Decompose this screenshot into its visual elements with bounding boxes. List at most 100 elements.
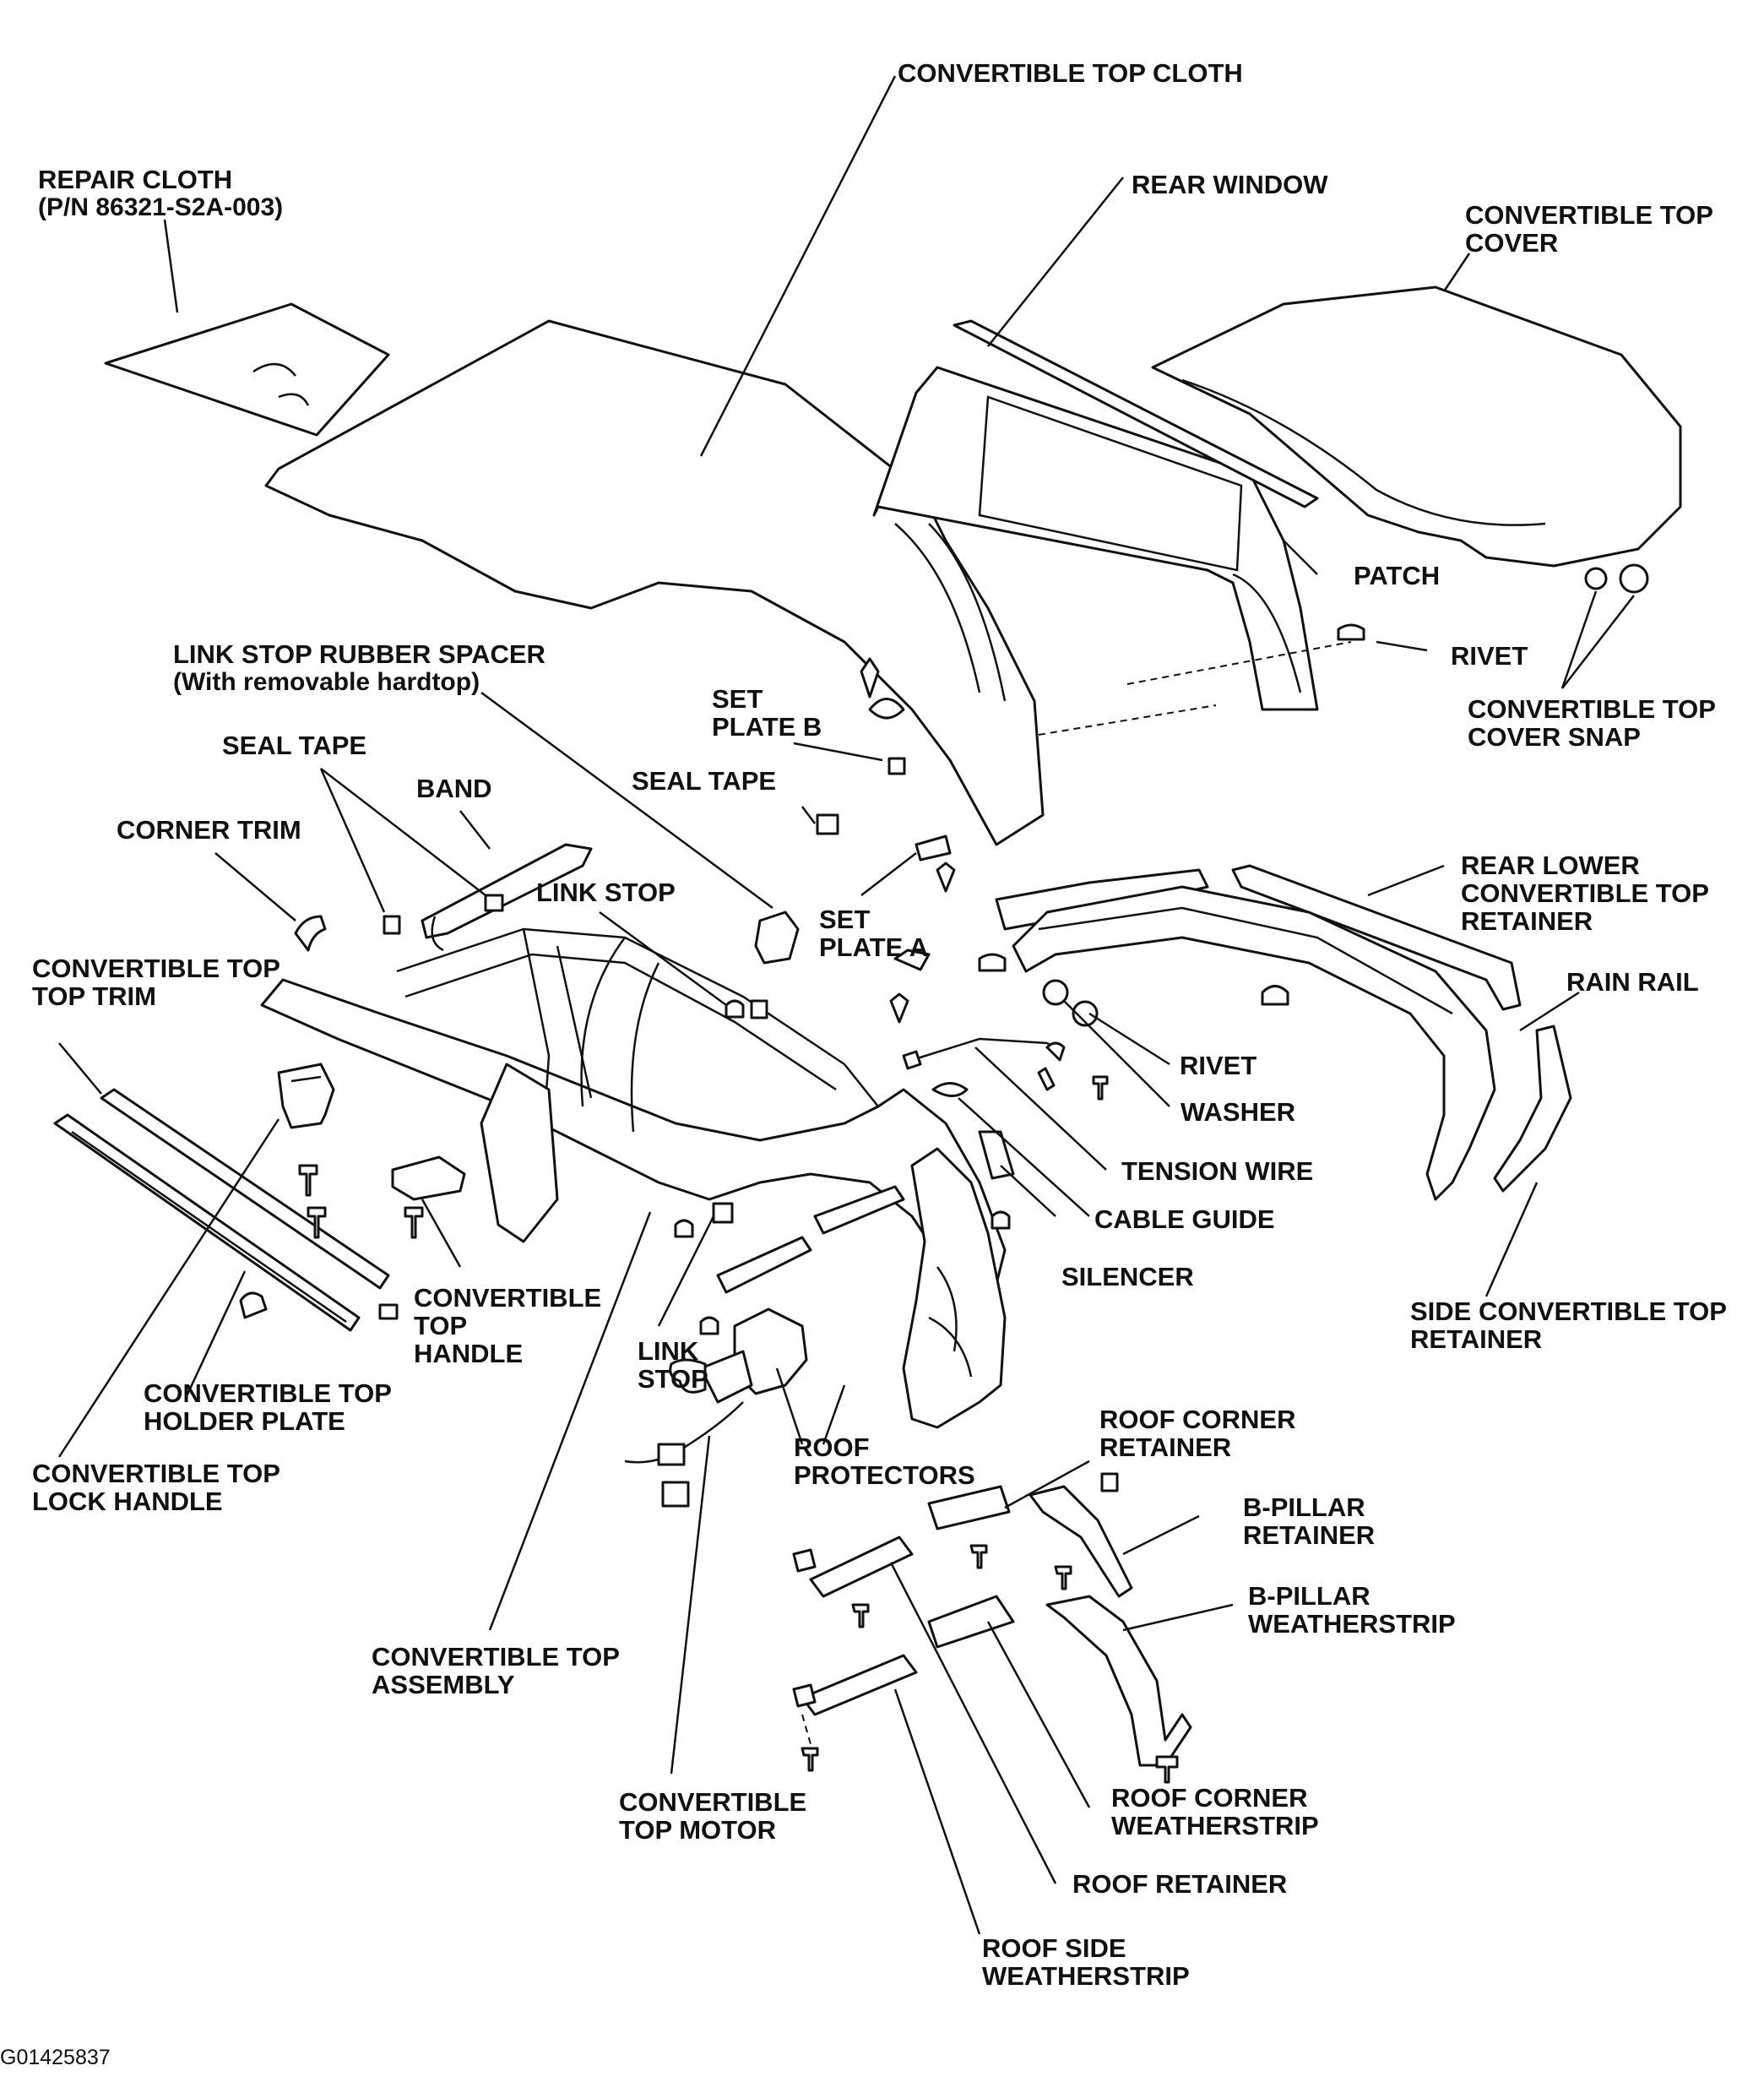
label-line: CONVERTIBLE	[619, 1787, 807, 1817]
label-line: HOLDER PLATE	[144, 1406, 345, 1436]
label-line: CORNER TRIM	[117, 815, 301, 845]
label-line: WEATHERSTRIP	[982, 1961, 1190, 1991]
label-line: REAR WINDOW	[1132, 170, 1328, 199]
label-line: TOP	[414, 1311, 468, 1340]
label-line: (With removable hardtop)	[173, 668, 480, 696]
label-line: WEATHERSTRIP	[1248, 1609, 1456, 1639]
roof-side-weatherstrip-part	[801, 1654, 918, 1716]
label-line: LOCK HANDLE	[32, 1487, 223, 1516]
label-line: CONVERTIBLE TOP	[144, 1378, 392, 1408]
label-seal-tape-left: SEAL TAPE	[222, 731, 366, 759]
label-line: SILENCER	[1061, 1262, 1194, 1291]
label-patch: PATCH	[1354, 562, 1440, 590]
label-line: PATCH	[1354, 561, 1441, 590]
label-line: TENSION WIRE	[1121, 1156, 1314, 1186]
label-line: WEATHERSTRIP	[1111, 1811, 1319, 1840]
label-line: CONVERTIBLE TOP	[1461, 878, 1709, 908]
roof-retainer-part	[809, 1536, 914, 1598]
label-roof-retainer: ROOF RETAINER	[1072, 1870, 1287, 1898]
top-handle-part	[391, 1155, 466, 1201]
label-convertible-top-assembly: CONVERTIBLE TOP ASSEMBLY	[372, 1643, 620, 1699]
label-silencer: SILENCER	[1061, 1263, 1194, 1291]
label-line: CONVERTIBLE	[414, 1283, 602, 1313]
label-line: CONVERTIBLE TOP	[372, 1642, 620, 1672]
label-line: SET	[819, 905, 871, 934]
label-line: PLATE B	[712, 712, 822, 742]
label-line: SEAL TAPE	[632, 766, 777, 796]
top-cover-part	[1151, 285, 1682, 568]
label-roof-side-weatherstrip: ROOF SIDE WEATHERSTRIP	[982, 1934, 1190, 1990]
label-line: HANDLE	[414, 1339, 524, 1368]
side-retainer-part	[1493, 1025, 1572, 1193]
label-line: COVER SNAP	[1468, 722, 1641, 752]
leader-lines	[57, 75, 1635, 1935]
label-line: RETAINER	[1099, 1432, 1232, 1462]
patch-part	[953, 319, 1319, 508]
top-trim-part	[100, 1088, 390, 1290]
label-line: CONVERTIBLE TOP	[32, 1459, 280, 1488]
label-line: SET	[712, 684, 763, 714]
label-convertible-top-top-trim: CONVERTIBLE TOP TOP TRIM	[32, 954, 280, 1010]
label-line: B-PILLAR	[1243, 1492, 1365, 1522]
label-link-stop-upper: LINK STOP	[536, 878, 676, 906]
label-link-stop-rubber-spacer: LINK STOP RUBBER SPACER (With removable …	[173, 640, 545, 696]
label-seal-tape-right: SEAL TAPE	[632, 767, 776, 795]
label-line: CONVERTIBLE TOP CLOTH	[898, 58, 1243, 88]
label-convertible-top-handle: CONVERTIBLE TOP HANDLE	[414, 1284, 601, 1367]
b-pillar-retainer-part	[1029, 1485, 1133, 1598]
label-convertible-top-lock-handle: CONVERTIBLE TOP LOCK HANDLE	[32, 1460, 280, 1515]
label-line: RIVET	[1180, 1051, 1257, 1080]
holder-plate-part	[53, 1113, 361, 1332]
label-line: STOP	[638, 1364, 708, 1394]
label-roof-corner-retainer: ROOF CORNER RETAINER	[1099, 1405, 1296, 1461]
label-side-retainer: SIDE CONVERTIBLE TOP RETAINER	[1410, 1297, 1727, 1353]
roof-corner-weatherstrip-part	[927, 1595, 1015, 1649]
label-convertible-top-holder-plate: CONVERTIBLE TOP HOLDER PLATE	[144, 1379, 392, 1435]
label-link-stop-lower: LINK STOP	[638, 1337, 708, 1393]
label-convertible-top-cover-snap: CONVERTIBLE TOP COVER SNAP	[1468, 695, 1716, 751]
label-roof-corner-weatherstrip: ROOF CORNER WEATHERSTRIP	[1111, 1784, 1319, 1840]
label-line: REPAIR CLOTH	[38, 165, 233, 194]
label-line: (P/N 86321-S2A-003)	[38, 193, 284, 221]
label-line: PLATE A	[819, 932, 929, 962]
lock-handle-part	[277, 1063, 335, 1129]
label-cable-guide: CABLE GUIDE	[1094, 1205, 1275, 1233]
label-line: RETAINER	[1243, 1520, 1376, 1550]
label-b-pillar-retainer: B-PILLAR RETAINER	[1243, 1493, 1375, 1549]
label-line: RETAINER	[1461, 906, 1593, 936]
label-line: CONVERTIBLE TOP	[1468, 694, 1716, 724]
label-line: ROOF CORNER	[1099, 1405, 1296, 1434]
label-convertible-top-cloth: CONVERTIBLE TOP CLOTH	[898, 59, 1243, 87]
label-line: SEAL TAPE	[222, 731, 367, 760]
label-line: REAR LOWER	[1461, 851, 1640, 880]
repair-cloth-part	[104, 302, 390, 437]
roof-corner-retainer-part	[927, 1485, 1011, 1530]
label-line: TOP TRIM	[32, 981, 156, 1011]
label-line: CONVERTIBLE TOP	[1465, 200, 1713, 230]
label-line: RIVET	[1451, 641, 1528, 671]
label-band: BAND	[416, 775, 492, 802]
label-rear-lower-retainer: REAR LOWER CONVERTIBLE TOP RETAINER	[1461, 851, 1709, 935]
label-convertible-top-cover: CONVERTIBLE TOP COVER	[1465, 201, 1713, 257]
band-part	[421, 843, 593, 939]
label-line: TOP MOTOR	[619, 1815, 777, 1845]
label-rear-window: REAR WINDOW	[1132, 171, 1327, 198]
label-set-plate-b: SET PLATE B	[712, 685, 822, 741]
label-line: RETAINER	[1410, 1324, 1543, 1354]
label-repair-cloth: REPAIR CLOTH (P/N 86321-S2A-003)	[38, 166, 283, 221]
label-convertible-top-motor: CONVERTIBLE TOP MOTOR	[619, 1788, 806, 1844]
label-line: RAIN RAIL	[1566, 967, 1699, 997]
label-line: ROOF RETAINER	[1072, 1869, 1288, 1899]
label-line: ROOF SIDE	[982, 1933, 1126, 1963]
label-line: SIDE CONVERTIBLE TOP	[1410, 1296, 1727, 1326]
label-rivet-lower: RIVET	[1180, 1052, 1257, 1079]
label-line: COVER	[1465, 228, 1559, 258]
label-rivet-upper: RIVET	[1451, 642, 1528, 670]
label-line: LINK	[638, 1336, 699, 1366]
label-roof-protectors: ROOF PROTECTORS	[794, 1433, 975, 1489]
label-tension-wire: TENSION WIRE	[1121, 1157, 1313, 1185]
label-line: ROOF CORNER	[1111, 1783, 1308, 1813]
label-line: CONVERTIBLE TOP	[32, 954, 280, 983]
label-line: ASSEMBLY	[372, 1670, 515, 1699]
